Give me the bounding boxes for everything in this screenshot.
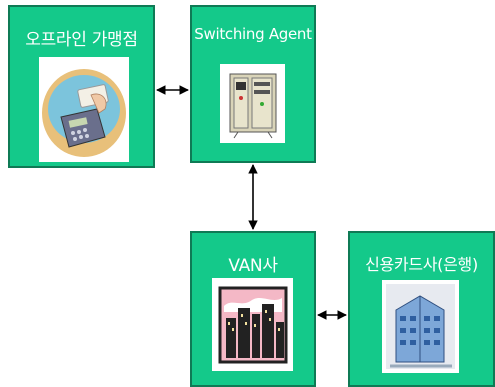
city-skyline-icon <box>212 278 293 371</box>
node-label: Switching Agent <box>194 25 312 43</box>
node-label: 신용카드사(은행) <box>365 255 478 274</box>
server-cabinet-icon <box>220 64 285 143</box>
card-terminal-icon <box>39 57 129 162</box>
node-switching-agent: Switching Agent <box>190 5 316 163</box>
node-label: VAN사 <box>228 256 278 276</box>
node-offline-merchant: 오프라인 가맹점 <box>8 5 155 168</box>
node-label: 오프라인 가맹점 <box>25 30 138 50</box>
node-card-company: 신용카드사(은행) <box>348 231 495 387</box>
office-building-icon <box>382 280 459 373</box>
node-van: VAN사 <box>190 231 316 387</box>
